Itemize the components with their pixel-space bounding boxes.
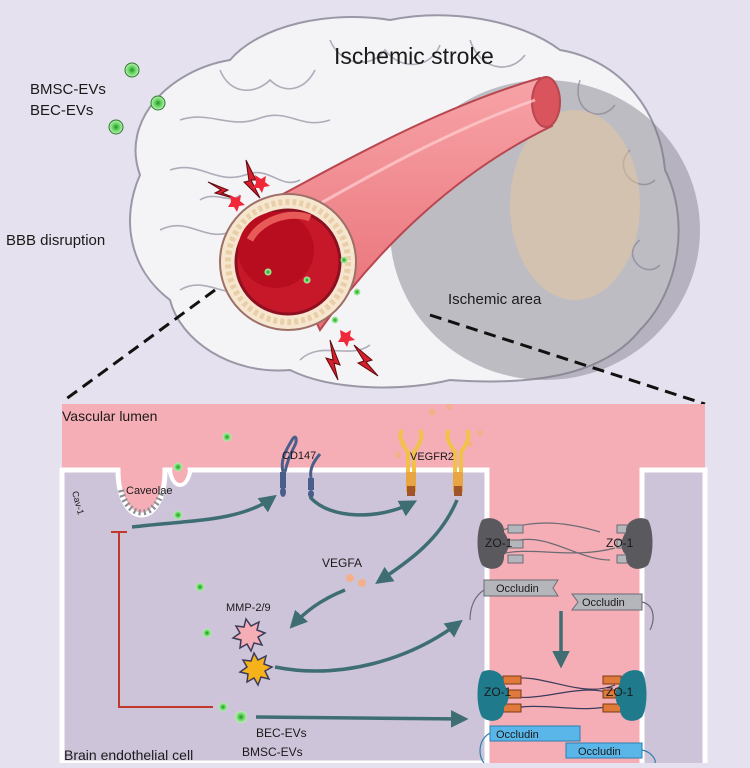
caveolae — [115, 469, 192, 518]
occludin-a-label: Occludin — [496, 583, 539, 595]
cd147-receptors — [280, 435, 322, 498]
occludin-d-label: Occludin — [578, 746, 621, 758]
ev-icon — [124, 62, 140, 78]
ev-icon — [235, 711, 247, 723]
mmp-star-icon — [231, 617, 267, 653]
ev-legend: BMSC-EVs BEC-EVs — [30, 62, 166, 135]
burst-icon — [228, 195, 245, 212]
bbb-burst-icons — [228, 175, 355, 347]
zo1-left-restored-label: ZO-1 — [484, 685, 512, 699]
zoom-line-left — [61, 288, 216, 404]
caveolae-label: Caveolae — [126, 485, 172, 497]
ischemic-core — [510, 110, 640, 300]
mmp-label: MMP-2/9 — [226, 602, 271, 614]
bolt-icons — [207, 159, 379, 381]
arrow-evs-to-junction — [255, 710, 469, 728]
ischemic-stroke-title: Ischemic stroke — [334, 43, 494, 69]
burst-icon — [253, 175, 270, 193]
tight-junction-bottom — [477, 670, 647, 721]
ischemic-area-label: Ischemic area — [448, 291, 542, 308]
arrow-cd147-to-vegfr2 — [308, 495, 418, 517]
ev-icon — [173, 462, 183, 472]
ev-icon — [150, 95, 166, 111]
bec-evs-label: BEC-EVs — [30, 102, 93, 119]
vegfr2-label: VEGFR2 — [410, 451, 454, 463]
vegfr2-receptors — [398, 428, 471, 496]
occludin-b-label: Occludin — [582, 597, 625, 609]
occludin-c-label: Occludin — [496, 729, 539, 741]
cd147-label: CD147 — [282, 450, 316, 462]
ev-icon — [195, 582, 205, 592]
mmp-icons — [231, 617, 274, 687]
vascular-lumen-label: Vascular lumen — [62, 408, 157, 424]
bmsc-evs-cell-label: BMSC-EVs — [242, 745, 303, 759]
blood-vessel — [219, 76, 561, 332]
occludin-top — [469, 579, 654, 631]
arrow-vegfr2-to-vegfa — [375, 499, 459, 584]
bmsc-evs-label: BMSC-EVs — [30, 81, 106, 98]
zo1-right-restored-label: ZO-1 — [606, 685, 634, 699]
zo1-right-label: ZO-1 — [606, 536, 634, 550]
arrow-mmp-to-junction — [274, 619, 463, 673]
tight-junction-top — [477, 518, 653, 569]
brain-endothelial-cell-label: Brain endothelial cell — [64, 747, 193, 763]
bec-evs-cell-label: BEC-EVs — [256, 726, 307, 740]
burst-icon — [338, 330, 355, 347]
ev-icon — [108, 119, 124, 135]
arrow-caveolae-to-cd147 — [131, 494, 277, 529]
arrow-vegfa-to-mmp — [289, 588, 346, 629]
endothelial-cell-right — [639, 467, 708, 763]
pathway-arrows — [131, 494, 570, 728]
ev-icon — [173, 510, 183, 520]
ev-particles — [173, 432, 247, 723]
ev-icon — [222, 432, 232, 442]
inhibition-line — [111, 531, 213, 708]
occludin-bottom — [479, 725, 656, 764]
bolt-icon — [324, 339, 341, 381]
zoom-line-right — [429, 313, 706, 406]
vegfa-label: VEGFA — [322, 556, 362, 570]
bolt-icon — [353, 344, 379, 377]
mmp-active-icon — [238, 651, 274, 687]
zo1-left-label: ZO-1 — [485, 536, 513, 550]
ev-icon — [218, 702, 228, 712]
bbb-disruption-label: BBB disruption — [6, 232, 105, 249]
ev-icon — [202, 628, 212, 638]
